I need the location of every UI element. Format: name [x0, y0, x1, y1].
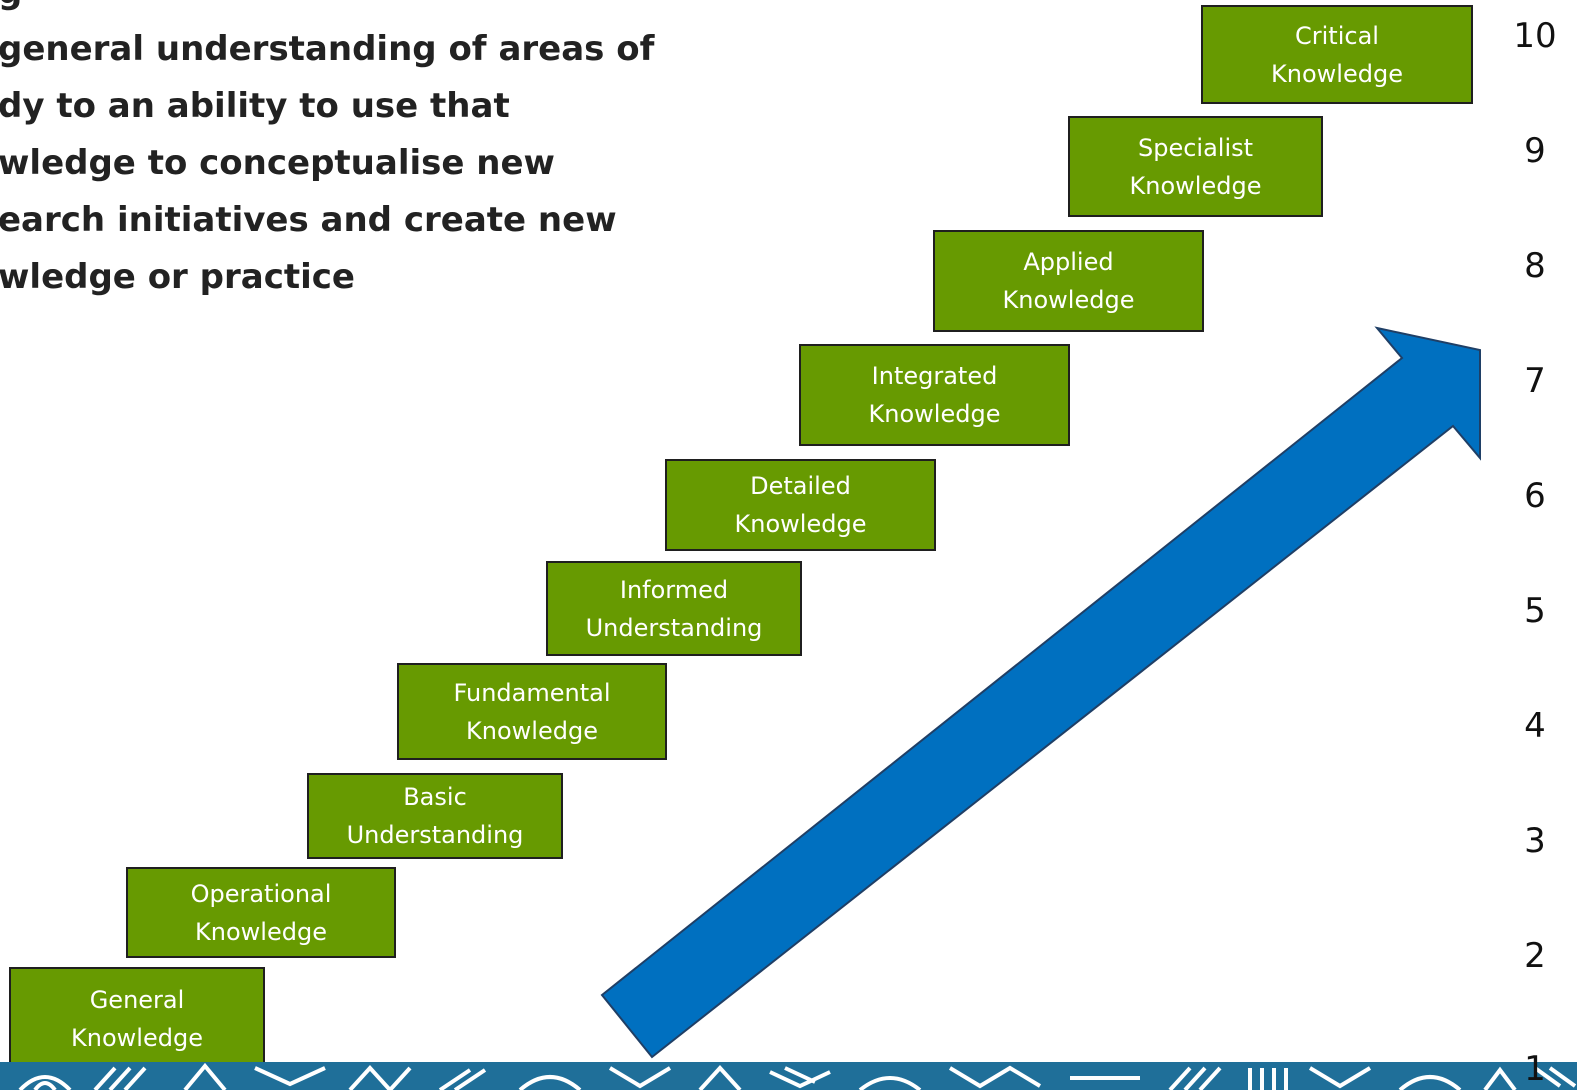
step-label-line2: Knowledge: [868, 400, 1001, 428]
step-basic-understanding: Basic Understanding: [307, 773, 563, 859]
step-label-line2: Knowledge: [71, 1023, 203, 1052]
level-number: 1: [1524, 1049, 1546, 1089]
step-detailed-knowledge: Detailed Knowledge: [665, 459, 936, 551]
step-label-line2: Knowledge: [1271, 59, 1403, 88]
step-general-knowledge: General Knowledge: [9, 967, 265, 1070]
decorative-pattern-band: [0, 1062, 1577, 1090]
progress-arrow-shape: [600, 326, 1481, 1059]
step-label-line2: Knowledge: [734, 510, 867, 538]
step-label-line2: Knowledge: [466, 716, 598, 745]
intro-line: general understanding of areas of: [0, 29, 655, 69]
step-critical-knowledge: Critical Knowledge: [1201, 5, 1473, 104]
step-label-line2: Knowledge: [1002, 286, 1135, 314]
intro-line: wledge or practice: [0, 257, 355, 297]
step-label-line1: Detailed: [750, 472, 851, 500]
level-number: 8: [1524, 246, 1546, 286]
step-label-line1: Operational: [190, 879, 332, 908]
intro-line: g: [0, 0, 698, 21]
step-specialist-knowledge: Specialist Knowledge: [1068, 116, 1323, 217]
step-label-line2: Understanding: [346, 821, 524, 849]
step-label-line1: Applied: [1023, 248, 1114, 276]
step-fundamental-knowledge: Fundamental Knowledge: [397, 663, 667, 760]
step-label-line1: General: [89, 985, 185, 1014]
step-label-line1: Basic: [403, 783, 467, 811]
step-label-line2: Knowledge: [195, 917, 327, 946]
level-number: 7: [1524, 361, 1546, 401]
step-label-line1: Fundamental: [453, 678, 611, 707]
intro-line: earch initiatives and create new: [0, 200, 617, 240]
step-label-line2: Knowledge: [1129, 171, 1262, 200]
level-number: 9: [1524, 131, 1546, 171]
step-operational-knowledge: Operational Knowledge: [126, 867, 396, 958]
intro-text: g general understanding of areas of dy t…: [0, 0, 698, 306]
level-number: 10: [1513, 16, 1557, 56]
step-label-line2: Understanding: [585, 613, 763, 642]
level-number: 2: [1524, 936, 1546, 976]
intro-line: wledge to conceptualise new: [0, 143, 555, 183]
intro-line: dy to an ability to use that: [0, 86, 510, 126]
step-applied-knowledge: Applied Knowledge: [933, 230, 1204, 332]
step-label-line1: Integrated: [871, 362, 998, 390]
step-integrated-knowledge: Integrated Knowledge: [799, 344, 1070, 446]
step-informed-understanding: Informed Understanding: [546, 561, 802, 656]
level-number: 4: [1524, 706, 1546, 746]
level-number: 5: [1524, 591, 1546, 631]
level-number: 6: [1524, 476, 1546, 516]
step-label-line1: Informed: [619, 575, 729, 604]
level-number: 3: [1524, 821, 1546, 861]
step-label-line1: Specialist: [1137, 133, 1254, 162]
step-label-line1: Critical: [1295, 21, 1379, 50]
